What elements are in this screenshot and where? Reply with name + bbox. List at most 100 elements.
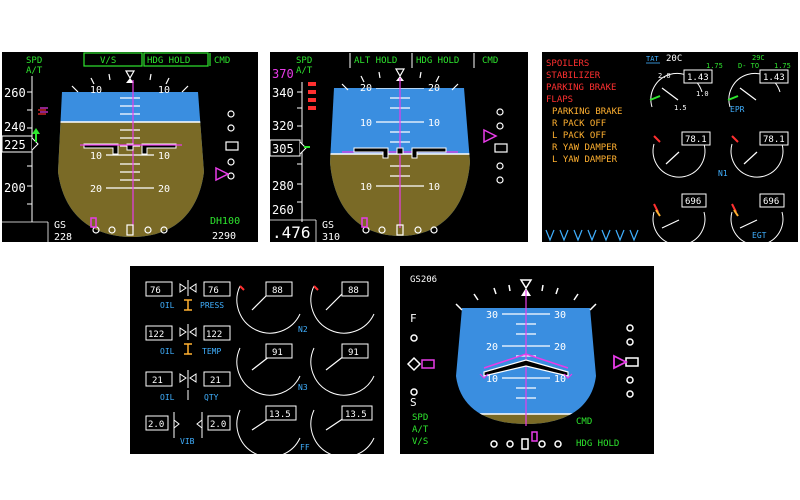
- pitch-10-right: 10: [554, 374, 566, 385]
- ground-speed-value: 310: [322, 232, 340, 242]
- oil-qty-right: 21: [210, 376, 221, 386]
- vib-left: 2.0: [148, 420, 164, 430]
- pitch-label-down-right: 10: [158, 151, 170, 162]
- ground-speed: GS206: [410, 275, 437, 285]
- fma-speed: SPD: [26, 56, 42, 66]
- n3-gauge-right: 91: [310, 343, 375, 396]
- ff-gauge-left: 13.5: [236, 405, 301, 454]
- fma-speed: SPD: [296, 56, 312, 66]
- n1-gauge-left: 78.1: [652, 131, 711, 178]
- fma-vertical-mode: ALT HOLD: [354, 56, 397, 66]
- warning-parking-brake: PARKING BRAKE: [546, 83, 616, 93]
- speed-trend-arrow: [32, 128, 40, 142]
- ff-left-value: 13.5: [269, 410, 291, 420]
- n2-label: N2: [298, 325, 308, 334]
- tat-assumed: 29C: [752, 54, 765, 62]
- oil-temp-left: 122: [148, 330, 164, 340]
- eicas-primary-display: SPOILERS STABILIZER PARKING BRAKE FLAPS …: [542, 52, 798, 242]
- n3-left-value: 91: [272, 348, 283, 358]
- pfd-display-3: GS206 30 30 20 20 10 10 F S: [400, 266, 654, 454]
- pfd-display-2: SPD A/T ALT HOLD HDG HOLD CMD 370 340 32…: [270, 52, 528, 242]
- epr-label: EPR: [730, 105, 745, 114]
- ground-speed-label: GS: [322, 220, 334, 231]
- fma-speed: SPD: [412, 413, 428, 423]
- pitch-30-right: 30: [554, 310, 566, 321]
- epr-gauge-left: 1.43 2.0 1.5 1.0: [649, 69, 713, 112]
- pitch-10-left: 10: [486, 374, 498, 385]
- speed-tick-260: 260: [272, 203, 294, 217]
- bank-scale: [71, 73, 189, 93]
- pfd-display-1: SPD A/T V/S HDG HOLD CMD 260 240 225 200…: [2, 52, 258, 242]
- selected-speed: 370: [272, 67, 294, 81]
- pitch-label-down20-left: 20: [90, 184, 102, 195]
- aircraft-symbol: [479, 353, 573, 379]
- pitch-label-10-left: 10: [360, 118, 372, 129]
- localizer-dots: [490, 438, 562, 450]
- bank-pointer: [394, 68, 406, 78]
- n3-gauge-left: 91: [236, 343, 301, 396]
- caution-l-yaw-damper: L YAW DAMPER: [552, 155, 618, 165]
- tat-value: 20C: [666, 54, 682, 64]
- glideslope-pointer: [215, 166, 230, 182]
- vib-right: 2.0: [210, 420, 226, 430]
- ff-label: FF: [300, 443, 310, 452]
- speed-tick-200: 200: [4, 181, 26, 195]
- pitch-label-up-left: 10: [90, 85, 102, 96]
- glideslope-dots: [625, 324, 639, 398]
- speed-current: 305: [272, 142, 294, 156]
- speed-tick-340: 340: [272, 86, 294, 100]
- fma-lateral-mode: HDG HOLD: [416, 56, 459, 66]
- speed-diamond-icon: [406, 356, 422, 372]
- fma-autothrottle: A/T: [412, 425, 429, 435]
- pitch-20-right: 20: [554, 342, 566, 353]
- speed-current: 225: [4, 138, 26, 152]
- fma-cmd: CMD: [214, 56, 230, 66]
- ff-right-value: 13.5: [345, 410, 367, 420]
- epr-ref-left: 1.75: [706, 62, 723, 70]
- temp-label: TEMP: [202, 347, 221, 356]
- caution-r-pack-off: R PACK OFF: [552, 119, 606, 129]
- n1-gauge-right: 78.1: [730, 131, 789, 178]
- radio-altitude: 2290: [212, 231, 236, 242]
- n1-right-value: 78.1: [763, 135, 785, 145]
- n1-left-value: 78.1: [685, 135, 707, 145]
- fma-autothrottle: A/T: [296, 66, 313, 76]
- fma-cmd: CMD: [482, 56, 498, 66]
- n2-right-value: 88: [348, 286, 359, 296]
- epr-scale-15: 1.5: [674, 104, 687, 112]
- bank-pointer: [124, 70, 136, 80]
- pitch-label-down-right: 10: [428, 182, 440, 193]
- egt-left-value: 696: [685, 197, 701, 207]
- attitude-sphere: [58, 92, 204, 237]
- aircraft-symbol: [353, 147, 447, 159]
- aircraft-symbol: [83, 143, 177, 155]
- speed-bug-box: [421, 359, 435, 369]
- n3-right-value: 91: [348, 348, 359, 358]
- ff-gauge-right: 13.5: [310, 405, 375, 454]
- epr-scale-2: 2.0: [658, 72, 671, 80]
- epr-left-value: 1.43: [687, 73, 709, 83]
- glideslope-pointer: [483, 128, 498, 144]
- bank-scale: [341, 71, 459, 91]
- glideslope-dots: [225, 110, 239, 180]
- oil-press-right: 76: [208, 286, 219, 296]
- overspeed-barber-pole: [308, 82, 316, 110]
- warning-stabilizer: STABILIZER: [546, 71, 601, 81]
- fma-box-lat: [143, 52, 209, 67]
- fma-autothrottle: A/T: [26, 66, 43, 76]
- n2-left-value: 88: [272, 286, 283, 296]
- warning-spoilers: SPOILERS: [546, 59, 589, 69]
- vib-label: VIB: [180, 437, 195, 446]
- egt-gauge-left: 696: [652, 193, 707, 242]
- caution-parking-brake: PARKING BRAKE: [552, 107, 622, 117]
- egt-gauge-right: 696: [730, 193, 785, 242]
- ground-speed-value: 228: [54, 232, 72, 242]
- decision-height: DH100: [210, 216, 240, 227]
- glideslope-pointer: [613, 354, 629, 370]
- glideslope-dots: [494, 108, 508, 184]
- epr-right-value: 1.43: [763, 73, 785, 83]
- mach-number: .476: [272, 223, 311, 242]
- epr-gauge-right: 1.43: [727, 69, 789, 108]
- pitch-label-20-left: 20: [360, 83, 372, 94]
- flap-chevrons: [545, 229, 639, 242]
